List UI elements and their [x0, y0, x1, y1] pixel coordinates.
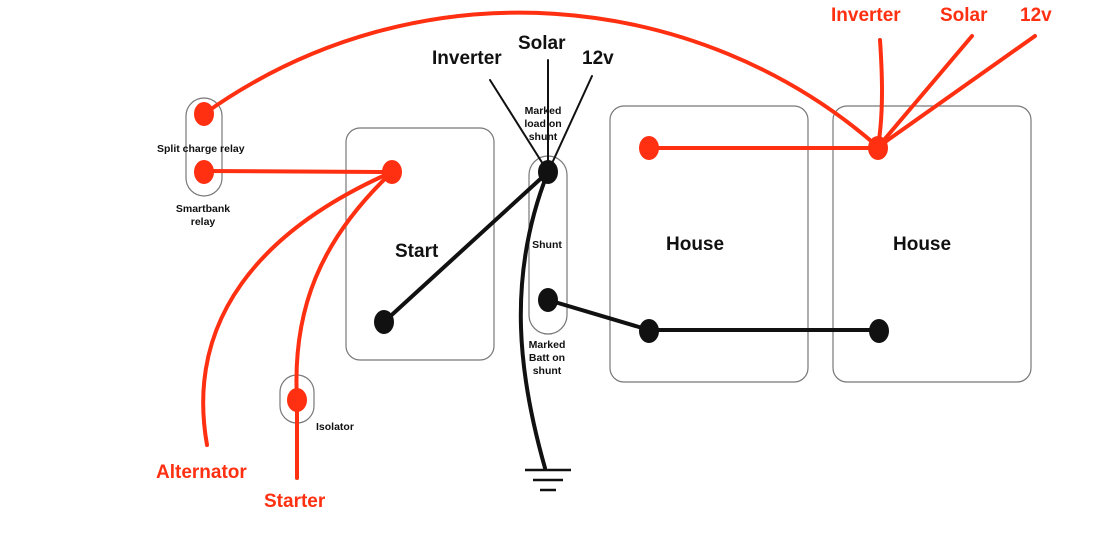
ground-symbol-icon — [525, 468, 571, 492]
smartbank-relay-terminal — [194, 160, 214, 184]
smartbank-to-start-wire — [202, 169, 394, 174]
12v-feed-mid-wire — [547, 75, 593, 173]
label-start: Start — [395, 241, 439, 262]
house-1-negative-terminal — [639, 319, 659, 343]
label-solar-right: Solar — [940, 5, 988, 26]
label-alternator: Alternator — [156, 462, 247, 483]
label-inverter-mid: Inverter — [432, 48, 502, 69]
shunt-load-terminal — [538, 160, 558, 184]
label-marked-batt-line1: Marked — [529, 339, 566, 351]
12v-feed-right-wire — [876, 34, 1037, 149]
start-battery-box — [345, 127, 495, 361]
start-to-isolator-wire — [294, 170, 394, 402]
label-marked-load-line3: shunt — [529, 131, 558, 143]
label-smartbank-line2: relay — [191, 216, 216, 228]
label-house-2: House — [893, 234, 951, 255]
label-split-charge-relay: Split charge relay — [157, 143, 245, 155]
label-12v-right: 12v — [1020, 5, 1052, 26]
shunt-batt-terminal — [538, 288, 558, 312]
label-solar-mid: Solar — [518, 33, 566, 54]
label-marked-batt-line3: shunt — [533, 365, 562, 377]
split-charge-relay-terminal — [194, 102, 214, 126]
inverter-feed-right-wire — [876, 38, 884, 149]
solar-feed-right-wire — [876, 34, 974, 149]
start-negative-terminal — [374, 310, 394, 334]
label-12v-mid: 12v — [582, 48, 614, 69]
house-2-negative-terminal — [869, 319, 889, 343]
label-shunt: Shunt — [532, 239, 562, 251]
label-isolator: Isolator — [316, 421, 354, 433]
label-marked-batt-line2: Batt on — [529, 352, 565, 364]
label-inverter-right: Inverter — [831, 5, 901, 26]
inverter-feed-mid-wire — [489, 79, 549, 173]
label-marked-load-line2: load on — [524, 118, 561, 130]
house-battery-2-box — [832, 105, 1032, 383]
label-starter: Starter — [264, 491, 326, 512]
ground-wire — [518, 170, 550, 470]
isolator-terminal — [287, 388, 307, 412]
label-house-1: House — [666, 234, 724, 255]
house-battery-1-box — [609, 105, 809, 383]
label-smartbank-line1: Smartbank — [176, 203, 230, 215]
start-positive-terminal — [382, 160, 402, 184]
start-negative-to-shunt-wire — [382, 170, 550, 324]
alternator-wire — [201, 170, 394, 447]
house-1-positive-terminal — [639, 136, 659, 160]
label-marked-load-line1: Marked — [525, 105, 562, 117]
relay-to-house-positive-wire — [202, 10, 880, 149]
house-2-positive-terminal — [868, 136, 888, 160]
